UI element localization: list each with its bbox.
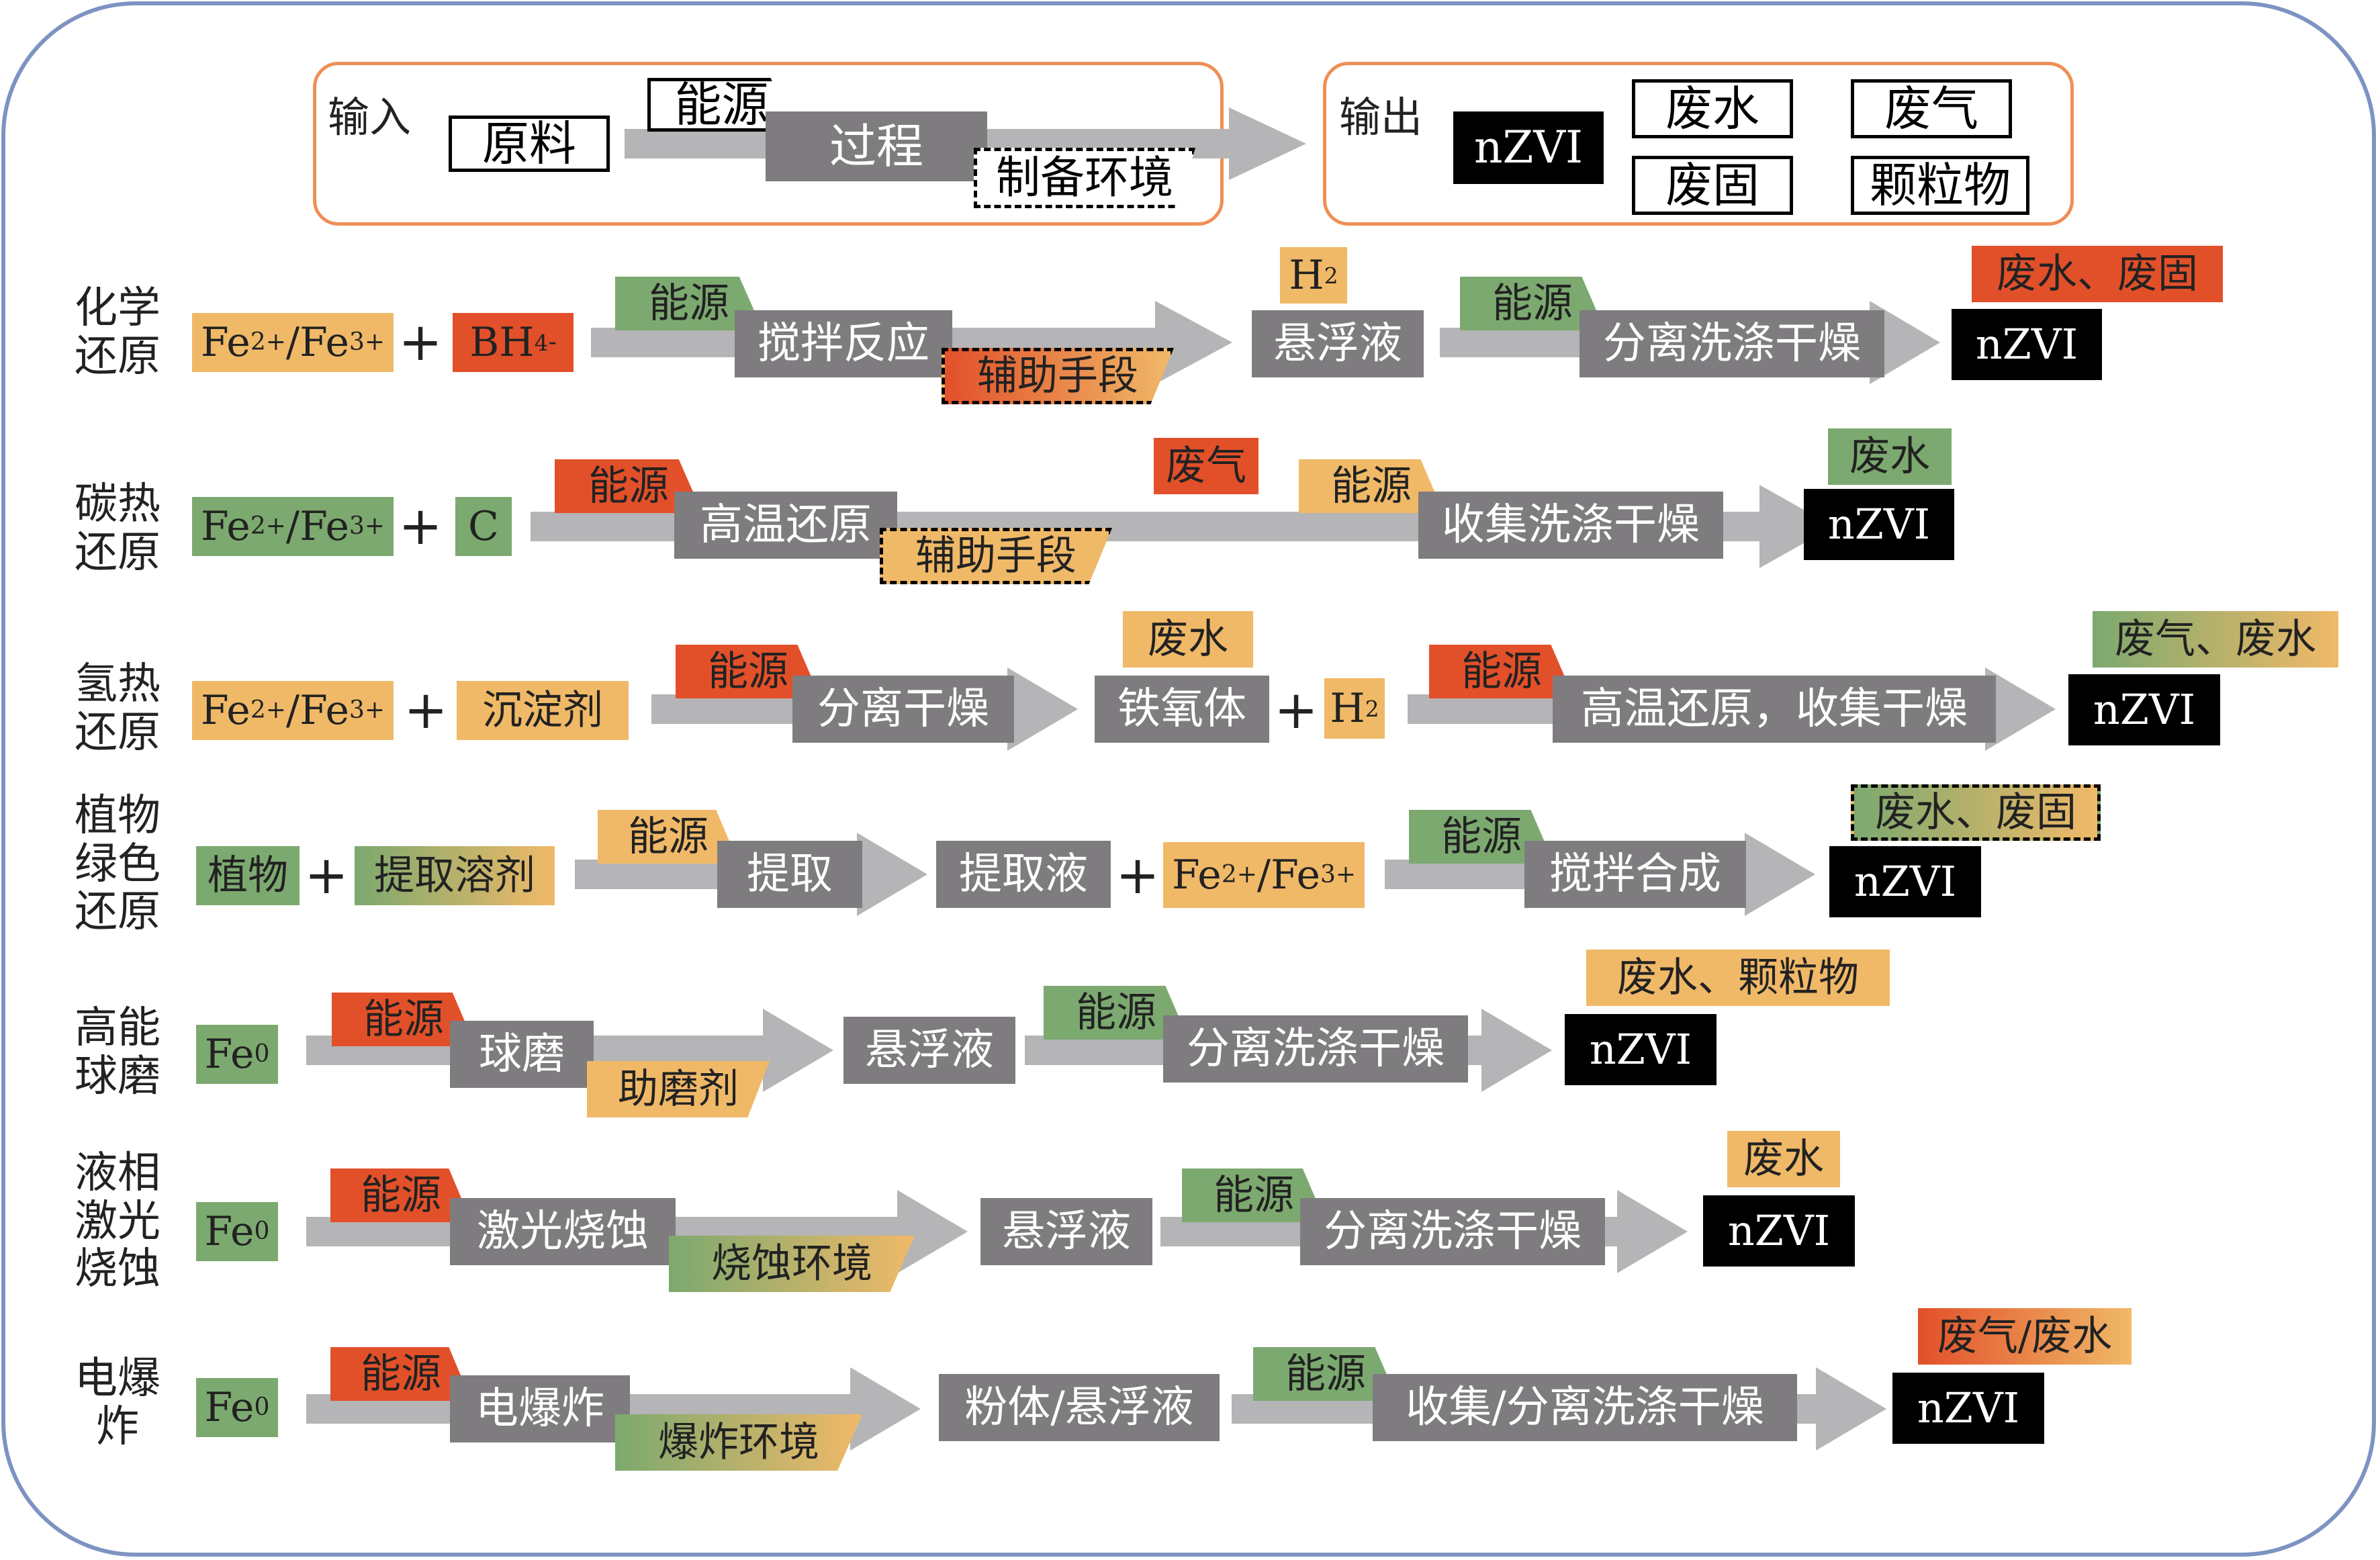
row-carbothermal-product: nZVI — [1804, 489, 1954, 560]
row-ballmill-aid1: 助磨剂 — [587, 1061, 770, 1117]
row-green-reagent-b: 提取溶剂 — [355, 846, 555, 905]
row-hydrothermal-waste: 废气、废水 — [2093, 611, 2338, 668]
row-ballmill-label: 高能 球磨 — [75, 1003, 161, 1101]
row-explosion-process2: 收集/分离洗涤干燥 — [1373, 1374, 1797, 1441]
row-hydrothermal-process1: 分离干燥 — [792, 676, 1014, 743]
row-chemical-intermediate: 悬浮液 — [1252, 310, 1424, 377]
row-ballmill-process1: 球磨 — [450, 1021, 594, 1088]
row-hydrothermal-plus1: + — [404, 680, 448, 741]
row-laser-product: nZVI — [1703, 1195, 1855, 1267]
row-carbothermal-arrow1 — [531, 485, 1833, 568]
row-ballmill-product: nZVI — [1565, 1014, 1717, 1085]
row-chemical-process2: 分离洗涤干燥 — [1580, 310, 1884, 377]
row-explosion-aid1: 爆炸环境 — [615, 1414, 862, 1471]
row-green-plus2: + — [1115, 845, 1160, 906]
legend-waste-gas: 废气 — [1851, 79, 2012, 138]
legend-output-label: 输出 — [1339, 93, 1423, 142]
row-explosion-product: nZVI — [1892, 1373, 2044, 1444]
row-laser-waste: 废水 — [1727, 1131, 1840, 1187]
row-green-process2: 搅拌合成 — [1524, 841, 1746, 908]
legend-environment: 制备环境 — [974, 148, 1195, 208]
row-carbothermal-waste: 废水 — [1828, 428, 1952, 485]
legend-input-label: 输入 — [328, 93, 412, 142]
row-hydrothermal-reagent-b: 沉淀剂 — [457, 681, 629, 740]
row-chemical-process1: 搅拌反应 — [735, 310, 952, 377]
row-chemical-plus: + — [398, 312, 443, 373]
row-green-energy2: 能源 — [1409, 810, 1554, 864]
row-laser-energy1: 能源 — [330, 1168, 471, 1222]
legend-process: 过程 — [766, 111, 987, 181]
row-chemical-waste: 废水、废固 — [1972, 246, 2223, 302]
row-hydrothermal-waste-mid: 废水 — [1123, 611, 1253, 668]
row-chemical-aid1: 辅助手段 — [942, 348, 1174, 404]
row-green-reagent-a: 植物 — [196, 846, 300, 905]
row-ballmill-process2: 分离洗涤干燥 — [1163, 1015, 1468, 1083]
legend-product: nZVI — [1453, 111, 1604, 184]
legend-output-panel — [1323, 62, 2074, 226]
legend-particulates: 颗粒物 — [1851, 156, 2029, 215]
row-chemical-product: nZVI — [1952, 309, 2102, 380]
row-carbothermal-aid1: 辅助手段 — [880, 528, 1112, 584]
row-hydrothermal-product: nZVI — [2068, 674, 2220, 745]
row-ballmill-intermediate: 悬浮液 — [843, 1017, 1015, 1084]
row-hydrothermal-energy2: 能源 — [1429, 645, 1574, 698]
row-carbothermal-plus: + — [398, 496, 443, 557]
row-green-product: nZVI — [1829, 846, 1981, 917]
row-hydrothermal-intermediate: 铁氧体 — [1095, 676, 1269, 743]
row-green-plus1: + — [304, 845, 349, 906]
row-green-label: 植物 绿色 还原 — [75, 791, 161, 937]
row-chemical-energy2: 能源 — [1460, 277, 1605, 330]
row-green-process1: 提取 — [717, 841, 862, 908]
row-green-waste: 废水、废固 — [1851, 784, 2101, 841]
row-carbothermal-process2: 收集洗涤干燥 — [1418, 492, 1723, 559]
row-laser-process2: 分离洗涤干燥 — [1300, 1198, 1605, 1265]
row-laser-process1: 激光烧蚀 — [450, 1198, 676, 1265]
row-green-energy1: 能源 — [598, 810, 739, 864]
row-carbothermal-label: 碳热 还原 — [75, 479, 161, 578]
legend-wastewater: 废水 — [1632, 79, 1793, 138]
legend-raw-material: 原料 — [449, 116, 610, 172]
legend-energy-tag: 能源 — [647, 78, 792, 132]
row-carbothermal-process1: 高温还原 — [674, 492, 897, 559]
row-laser-intermediate: 悬浮液 — [980, 1198, 1152, 1265]
row-explosion-waste: 废气/废水 — [1918, 1308, 2132, 1365]
row-laser-aid1: 烧蚀环境 — [669, 1236, 915, 1292]
row-ballmill-waste: 废水、颗粒物 — [1586, 950, 1890, 1006]
row-explosion-label: 电爆 炸 — [75, 1354, 161, 1452]
row-green-intermediate: 提取液 — [936, 841, 1111, 908]
row-chemical-energy1: 能源 — [615, 277, 763, 330]
row-explosion-intermediate: 粉体/悬浮液 — [939, 1374, 1220, 1441]
row-hydrothermal-process2: 高温还原，收集干燥 — [1553, 676, 1996, 743]
row-hydrothermal-label: 氢热 还原 — [75, 659, 161, 758]
row-laser-label: 液相 激光 烧蚀 — [75, 1148, 161, 1295]
legend-solid-waste: 废固 — [1632, 156, 1793, 215]
row-carbothermal-reagent-b: C — [455, 497, 512, 556]
row-hydrothermal-plus2: + — [1274, 680, 1318, 741]
row-explosion-process1: 电爆炸 — [450, 1375, 630, 1442]
row-chemical-label: 化学 还原 — [75, 283, 161, 381]
row-explosion-energy1: 能源 — [330, 1347, 471, 1401]
row-carbothermal-waste-mid: 废气 — [1154, 438, 1258, 494]
